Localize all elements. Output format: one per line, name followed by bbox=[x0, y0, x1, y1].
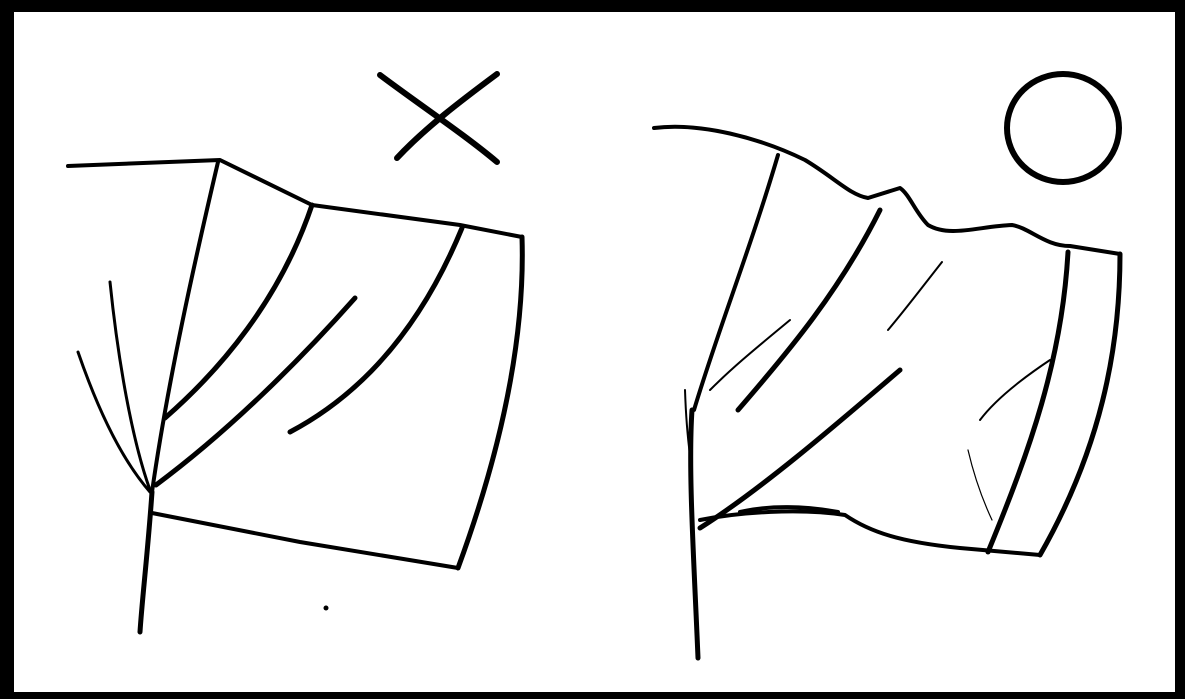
right-fold-line bbox=[700, 370, 900, 528]
right-right-edge bbox=[1040, 254, 1120, 555]
left-fold-line bbox=[156, 298, 355, 485]
right-fold-line bbox=[968, 450, 992, 520]
left-fold-line bbox=[78, 352, 150, 492]
cross-mark-icon bbox=[380, 74, 497, 162]
right-vertical-stem bbox=[691, 410, 698, 658]
left-fold-line bbox=[110, 282, 150, 490]
left-drape-drawing bbox=[68, 160, 522, 632]
left-fold-line bbox=[290, 228, 462, 432]
right-panel bbox=[654, 74, 1120, 658]
left-panel bbox=[68, 74, 522, 632]
right-drape-drawing bbox=[654, 127, 1120, 658]
circle-mark-icon bbox=[1007, 74, 1119, 182]
right-stem-upper bbox=[694, 155, 778, 410]
left-fold-line bbox=[165, 205, 312, 418]
left-vertical-stem bbox=[140, 492, 152, 632]
right-fold-line bbox=[888, 262, 942, 330]
left-top-edge bbox=[68, 160, 522, 237]
stray-ink-dot bbox=[324, 606, 329, 611]
left-right-edge bbox=[458, 237, 522, 568]
right-top-edge bbox=[654, 127, 1120, 254]
right-fold-line bbox=[988, 252, 1068, 552]
left-bottom-edge bbox=[152, 513, 458, 568]
right-fold-line bbox=[738, 210, 880, 410]
